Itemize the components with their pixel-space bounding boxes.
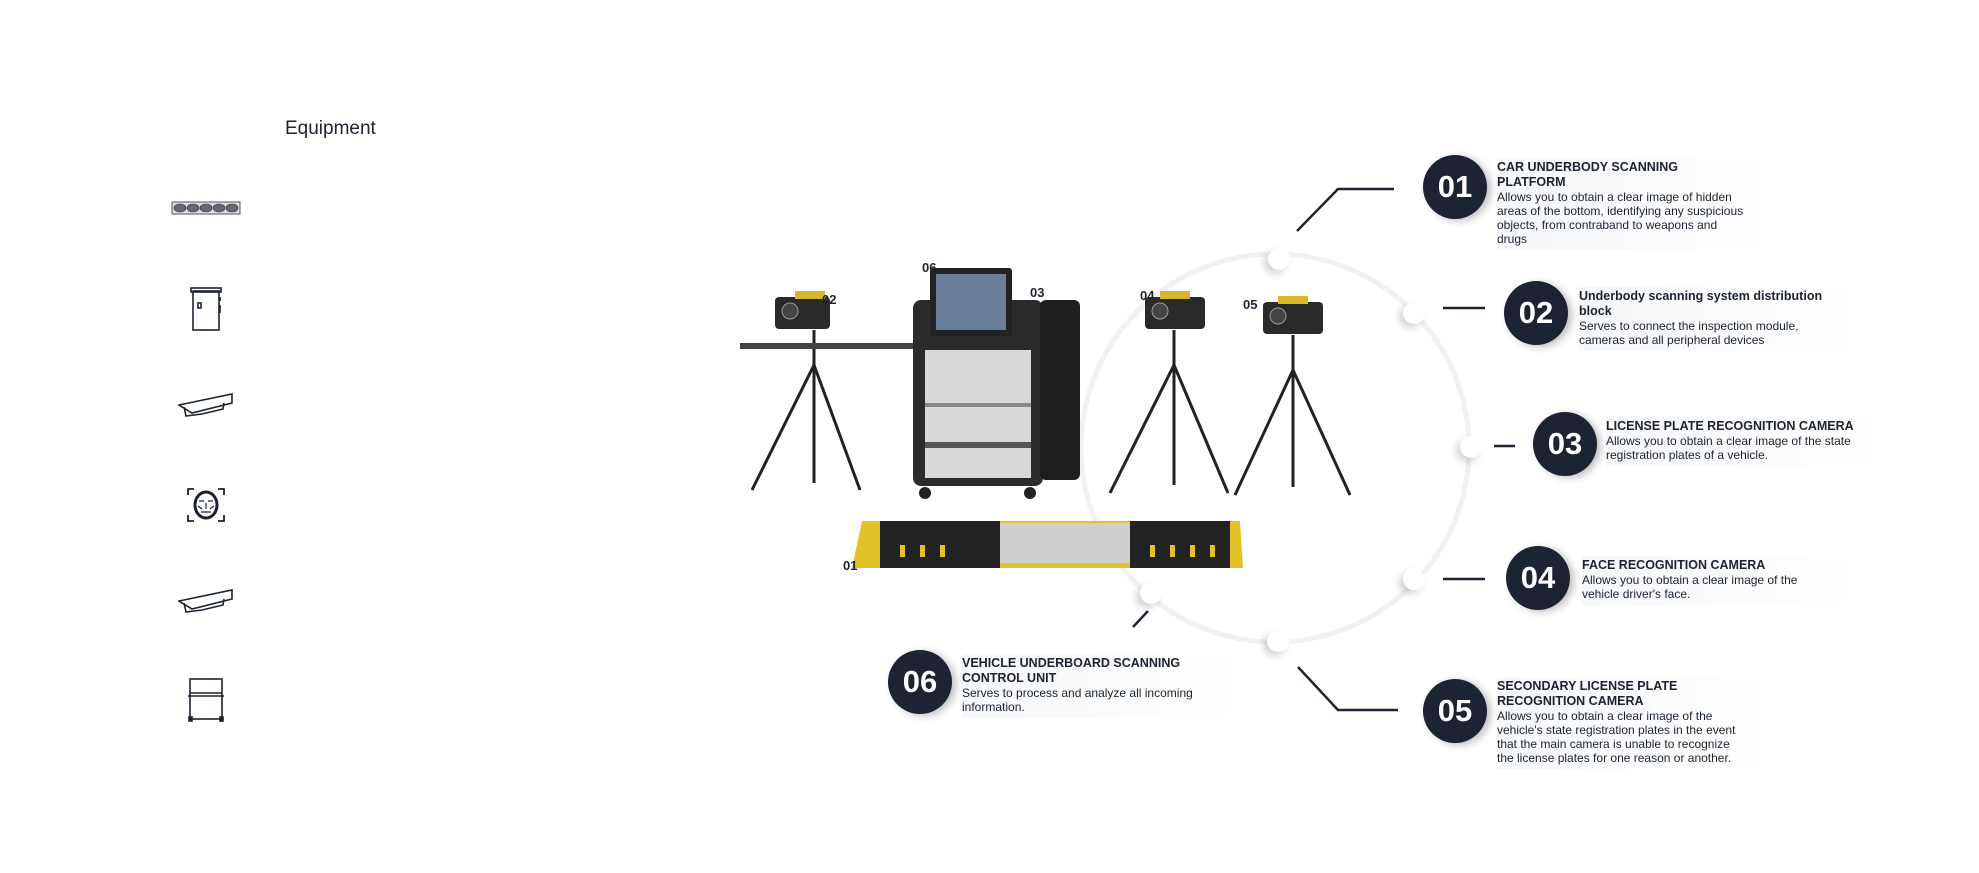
callout-04: FACE RECOGNITION CAMERA Allows you to ob… — [1582, 556, 1862, 605]
hotspot-06[interactable] — [1140, 582, 1162, 604]
secondary-camera-icon[interactable] — [170, 574, 242, 630]
callout-description: Allows you to obtain a clear image of th… — [1497, 709, 1736, 765]
hotspot-04[interactable] — [1403, 568, 1425, 590]
hotspot-05[interactable] — [1267, 630, 1289, 652]
control-unit-icon[interactable] — [170, 672, 242, 728]
camera-02-tripod — [750, 291, 862, 491]
face-recognition-icon[interactable] — [170, 477, 242, 533]
callout-description: Serves to process and analyze all incomi… — [962, 686, 1193, 714]
callout-title: LICENSE PLATE RECOGNITION CAMERA — [1606, 419, 1854, 433]
product-label-03: 03 — [1030, 285, 1045, 300]
distribution-cabinet-icon[interactable] — [170, 281, 242, 337]
callout-title: SECONDARY LICENSE PLATE RECOGNITION CAME… — [1497, 679, 1678, 708]
callout-number-06: 06 — [888, 650, 952, 714]
scanning-platform-icon[interactable] — [170, 180, 242, 236]
callout-06: VEHICLE UNDERBOARD SCANNING CONTROL UNIT… — [962, 654, 1242, 718]
callout-description: Serves to connect the inspection module,… — [1579, 319, 1799, 347]
callout-number-05: 05 — [1423, 679, 1487, 743]
callout-05: SECONDARY LICENSE PLATE RECOGNITION CAME… — [1497, 677, 1777, 769]
hotspot-03[interactable] — [1460, 436, 1482, 458]
callout-title: Underbody scanning system distribution b… — [1579, 289, 1823, 318]
license-plate-camera-icon[interactable] — [170, 378, 242, 434]
callout-01: CAR UNDERBODY SCANNING PLATFORM Allows y… — [1497, 158, 1777, 250]
callout-description: Allows you to obtain a clear image of th… — [1606, 434, 1851, 462]
callout-description: Allows you to obtain a clear image of th… — [1582, 573, 1798, 601]
callout-description: Allows you to obtain a clear image of hi… — [1497, 190, 1744, 246]
equipment-illustration — [740, 268, 1352, 568]
control-unit-cabinet — [740, 268, 1080, 499]
product-label-05: 05 — [1243, 297, 1258, 312]
callout-number-01: 01 — [1423, 155, 1487, 219]
product-label-04: 04 — [1140, 288, 1155, 303]
product-label-06: 06 — [922, 260, 937, 275]
callout-title: CAR UNDERBODY SCANNING PLATFORM — [1497, 160, 1679, 189]
callout-number-04: 04 — [1506, 546, 1570, 610]
callout-number-02: 02 — [1504, 281, 1568, 345]
callout-title: VEHICLE UNDERBOARD SCANNING CONTROL UNIT — [962, 656, 1181, 685]
page-title: Equipment — [285, 118, 376, 139]
camera-04-tripod — [1108, 291, 1230, 494]
camera-05-tripod — [1233, 296, 1352, 496]
callout-02: Underbody scanning system distribution b… — [1579, 287, 1859, 351]
callout-03: LICENSE PLATE RECOGNITION CAMERA Allows … — [1606, 417, 1886, 466]
hotspot-02[interactable] — [1403, 302, 1425, 324]
scanning-platform — [852, 521, 1243, 568]
product-label-02: 02 — [822, 292, 837, 307]
product-label-01: 01 — [843, 558, 858, 573]
hotspot-01[interactable] — [1268, 248, 1290, 270]
callout-number-03: 03 — [1533, 412, 1597, 476]
callout-title: FACE RECOGNITION CAMERA — [1582, 558, 1766, 572]
